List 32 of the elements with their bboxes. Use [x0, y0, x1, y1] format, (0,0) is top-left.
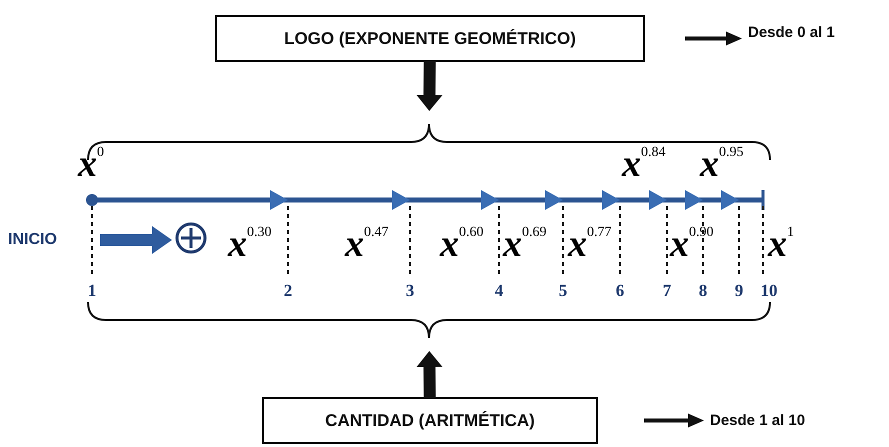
power-label: x$^{0.69}$: [503, 225, 546, 263]
tick-number: 2: [284, 282, 292, 299]
tick-number: 9: [734, 282, 744, 299]
range-label: Desde 0 al 1: [748, 24, 835, 40]
arrow: [100, 226, 172, 254]
start-label: INICIO: [8, 231, 57, 249]
power-label: x$^{0.47}$: [345, 225, 388, 263]
power-label: x$^{0.84}$: [622, 145, 666, 183]
box-title: CANTIDAD (ARITMÉTICA): [325, 410, 535, 430]
tick-number: 5: [558, 282, 568, 299]
label-box: [215, 15, 645, 62]
tick-number: 8: [698, 282, 708, 299]
tick-number: 6: [616, 282, 624, 299]
tick-number: 7: [662, 282, 672, 299]
power-label: x$^{0.90}$: [670, 225, 714, 263]
box-title: LOGO (EXPONENTE GEOMÉTRICO): [284, 28, 576, 48]
arrow: [416, 62, 442, 112]
tick-number: 1: [88, 282, 96, 299]
tick-number: 4: [494, 282, 504, 299]
power-label: x$^{1}$: [768, 225, 794, 263]
power-label: x$^{0.77}$: [568, 225, 612, 263]
label-box: [262, 397, 598, 444]
power-label: x$^{0.60}$: [440, 225, 484, 263]
arrow: [685, 32, 742, 46]
range-label: Desde 1 al 10: [710, 412, 806, 428]
tick-number: 3: [406, 282, 414, 299]
tick-number: 10: [760, 282, 778, 299]
arrow: [644, 414, 704, 428]
arrow: [416, 350, 442, 398]
power-label: x$^{0.95}$: [700, 145, 744, 183]
power-label: x$^{0}$: [78, 145, 104, 183]
power-label: x$^{0.30}$: [228, 225, 272, 263]
